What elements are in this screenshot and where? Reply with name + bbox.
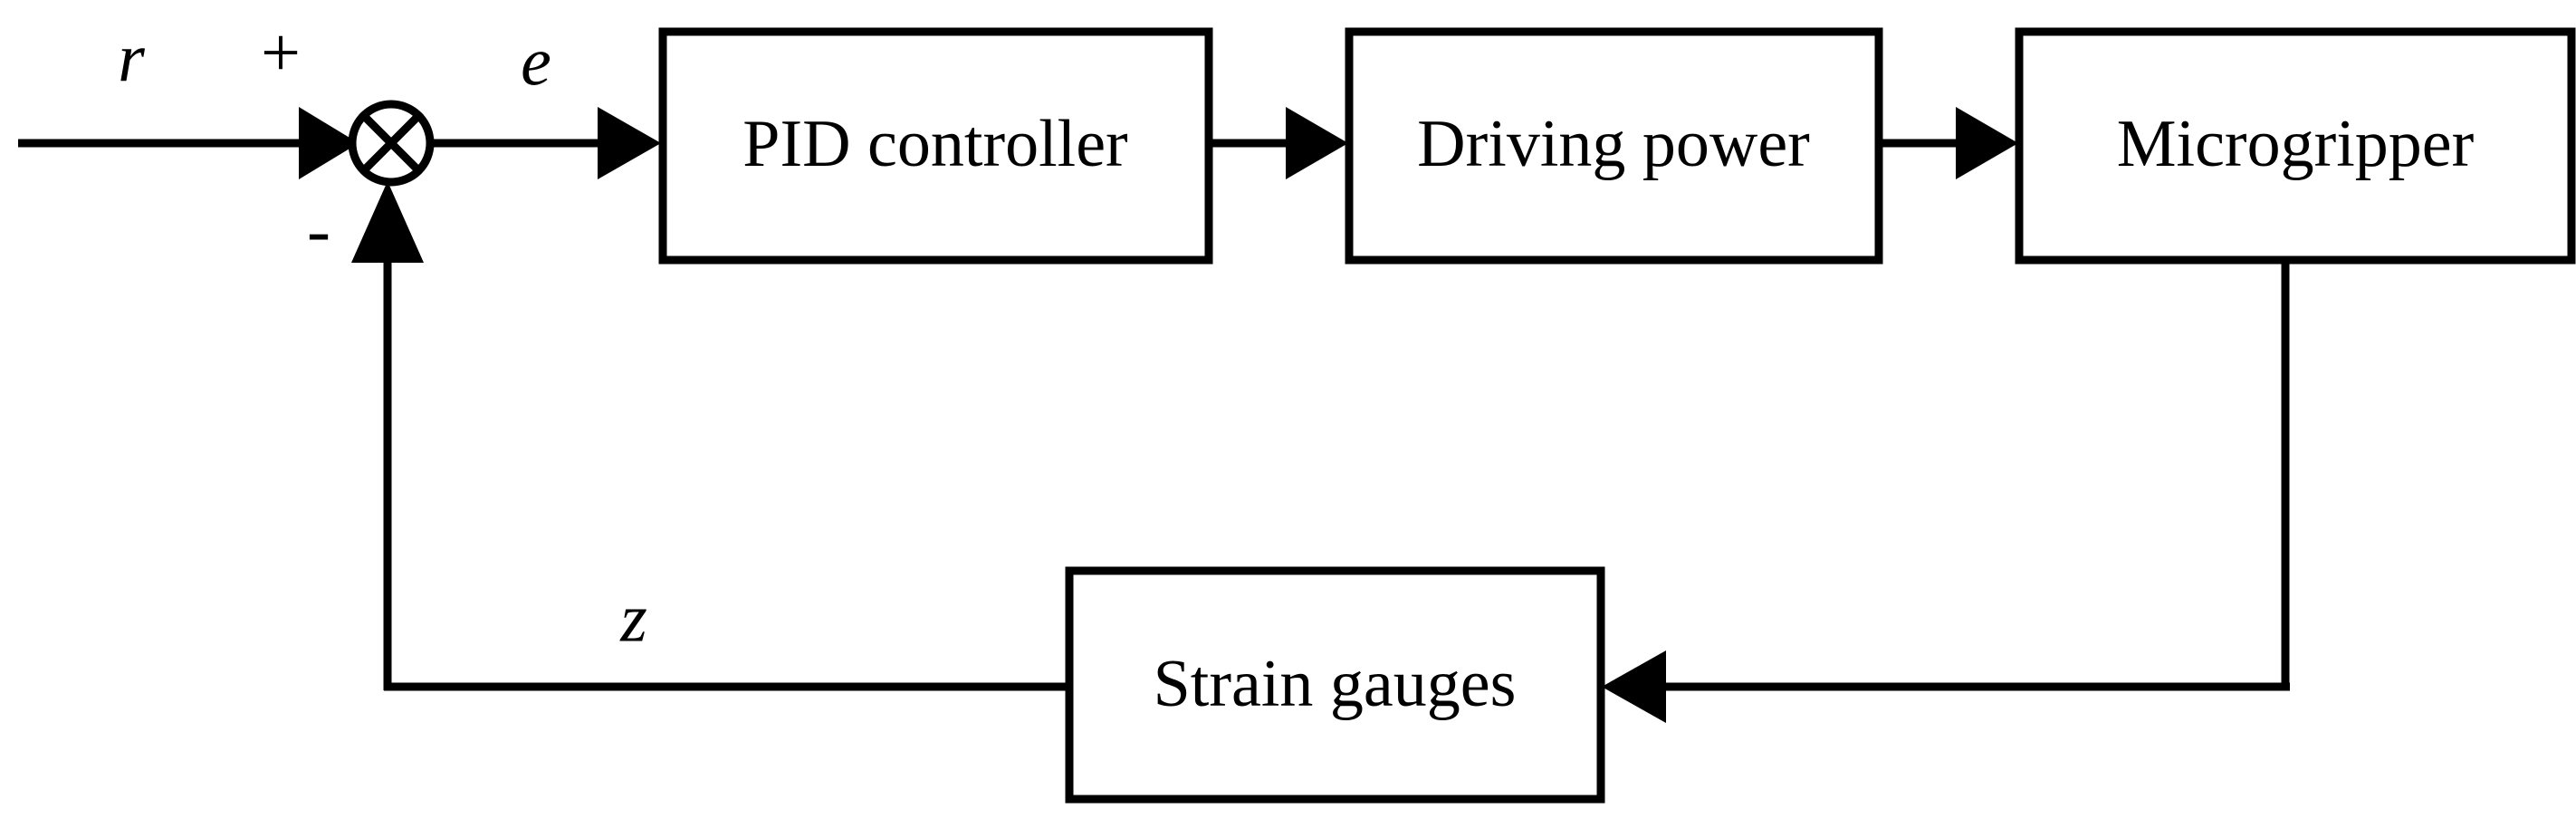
signal-label-error: e (521, 24, 551, 100)
arrowhead-feedback-into-junction (351, 181, 424, 263)
block-pid-controller[interactable] (658, 27, 1213, 265)
block-label-strain-gauges: Strain gauges (1154, 647, 1517, 721)
arrowhead-reference-input (299, 107, 359, 179)
arrowhead-pid-to-driver (1286, 107, 1348, 179)
block-label-driving-power: Driving power (1417, 107, 1810, 181)
block-label-microgripper: Microgripper (2117, 107, 2475, 181)
block-strain-gauges[interactable] (1065, 566, 1605, 804)
summing-junction-cross-b (360, 112, 422, 174)
block-microgripper[interactable] (2015, 27, 2576, 265)
block-label-pid-controller: PID controller (742, 107, 1127, 181)
summing-junction-minus-sign: - (307, 190, 330, 269)
arrowhead-error (598, 107, 661, 179)
arrowhead-into-sensor (1602, 650, 1666, 723)
summing-junction-plus-sign: + (261, 13, 301, 92)
signal-label-reference: r (118, 20, 145, 96)
arrowhead-driver-to-plant (1956, 107, 2018, 179)
signal-label-feedback: z (619, 580, 647, 656)
block-driving-power[interactable] (1345, 27, 1883, 265)
